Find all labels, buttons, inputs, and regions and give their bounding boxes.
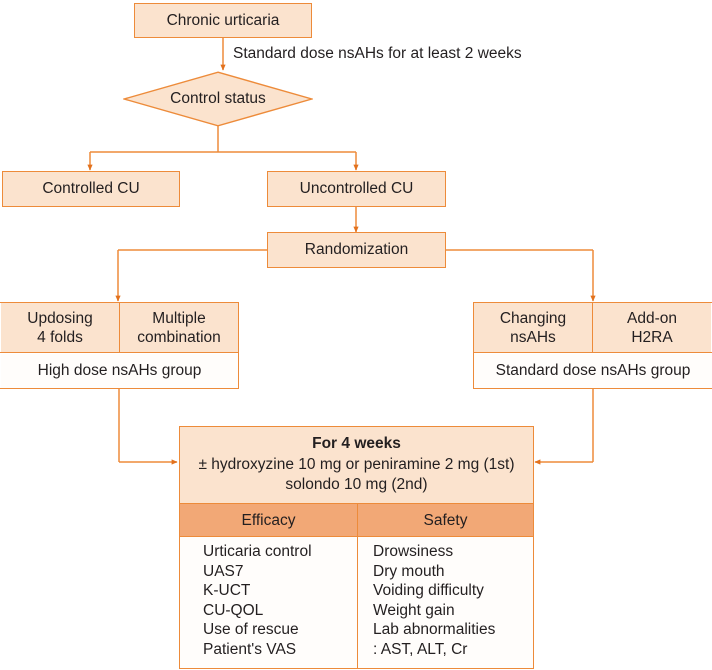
list-item: Weight gain: [373, 601, 455, 619]
node-chronic-urticaria: Chronic urticaria: [134, 3, 312, 38]
cell-changing-line2: nsAHs: [510, 329, 556, 346]
outcome-panel-header: For 4 weeks ± hydroxyzine 10 mg or penir…: [180, 427, 533, 503]
group-standard-dose-hline: [473, 352, 712, 354]
list-item: Voiding difficulty: [373, 582, 484, 599]
group-standard-dose-cell-changing: Changing nsAHs: [474, 303, 592, 353]
list-item: Drowsiness: [373, 543, 454, 560]
node-control-status-label: Control status: [170, 90, 266, 107]
outcome-panel-line3: solondo 10 mg (2nd): [285, 476, 428, 494]
outcome-panel-heading: For 4 weeks: [312, 434, 401, 452]
node-uncontrolled-cu-label: Uncontrolled CU: [299, 180, 414, 198]
column-list-safety: Drowsiness Dry mouth Voiding difficulty …: [373, 542, 528, 659]
outcome-panel-line2: ± hydroxyzine 10 mg or peniramine 2 mg (…: [198, 455, 515, 473]
node-chronic-urticaria-label: Chronic urticaria: [166, 11, 280, 29]
column-header-efficacy: Efficacy: [180, 504, 357, 537]
panel-rule-under-colheads: [179, 536, 534, 538]
list-item: Patient's VAS: [203, 640, 297, 658]
node-uncontrolled-cu: Uncontrolled CU: [267, 171, 446, 207]
node-randomization: Randomization: [267, 232, 446, 268]
cell-changing-line1: Changing: [499, 309, 567, 327]
cell-updosing-line1: Updosing: [27, 309, 93, 327]
group-standard-dose: [473, 302, 712, 389]
column-list-efficacy: Urticaria control UAS7 K-UCT CU-QOL Use …: [203, 542, 353, 659]
group-high-dose: [0, 302, 239, 389]
node-controlled-cu-label: Controlled CU: [42, 180, 140, 198]
list-item: Dry mouth: [373, 562, 445, 580]
list-item: UAS7: [203, 562, 244, 580]
group-high-dose-cell-combination: Multiple combination: [120, 303, 238, 353]
cell-addon-line1: Add-on: [627, 309, 677, 327]
cell-combination-line2: combination: [137, 329, 221, 346]
list-item: : AST, ALT, Cr: [373, 640, 468, 658]
panel-rule-under-header: [179, 503, 534, 505]
node-randomization-label: Randomization: [304, 241, 409, 259]
node-controlled-cu: Controlled CU: [2, 171, 180, 207]
diamond-shape: [121, 71, 315, 127]
group-standard-dose-cell-addon: Add-on H2RA: [593, 303, 711, 353]
list-item: Lab abnormalities: [373, 621, 496, 638]
group-high-dose-cell-updosing: Updosing 4 folds: [1, 303, 119, 353]
list-item: Use of rescue: [203, 621, 299, 638]
node-control-status: Control status: [121, 71, 315, 127]
panel-column-divider: [357, 504, 359, 669]
list-item: Urticaria control: [203, 543, 312, 560]
group-high-dose-hline: [0, 352, 239, 354]
list-item: K-UCT: [203, 582, 251, 599]
group-high-dose-label: High dose nsAHs group: [1, 354, 238, 388]
cell-combination-line1: Multiple: [152, 309, 206, 327]
list-item: CU-QOL: [203, 601, 264, 619]
cell-addon-line2: H2RA: [631, 329, 673, 346]
column-header-safety: Safety: [358, 504, 533, 537]
group-standard-dose-divider: [592, 303, 594, 353]
group-high-dose-divider: [119, 303, 121, 353]
edge-label-standard-dose: Standard dose nsAHs for at least 2 weeks: [233, 45, 522, 62]
group-standard-dose-label: Standard dose nsAHs group: [474, 354, 712, 388]
cell-updosing-line2: 4 folds: [37, 329, 83, 346]
